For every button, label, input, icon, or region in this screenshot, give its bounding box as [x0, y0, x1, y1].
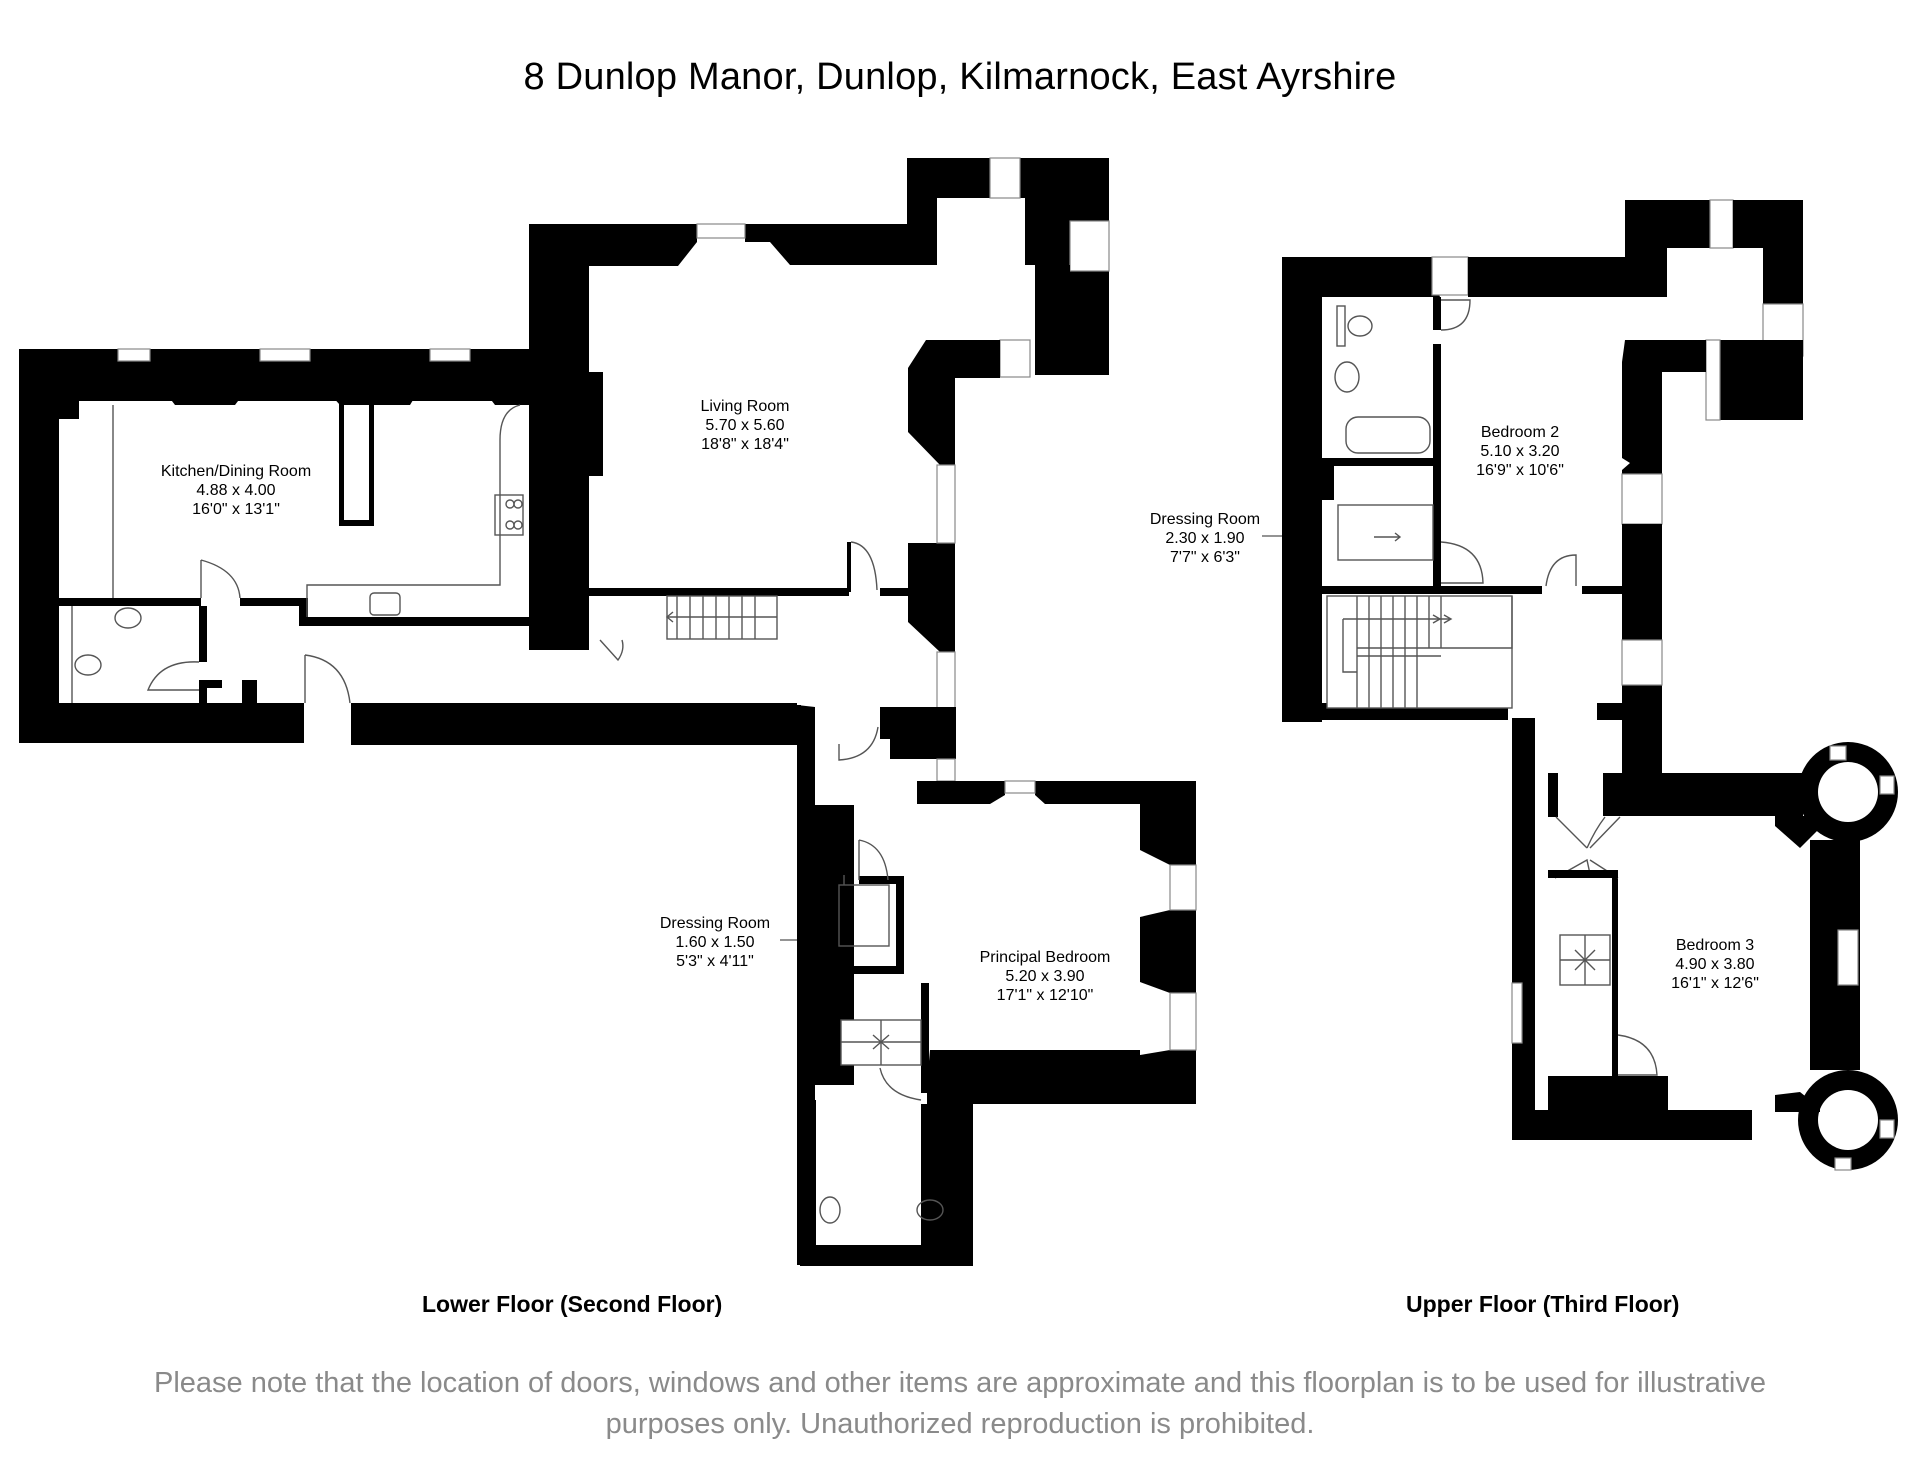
room-name: Bedroom 2 — [1480, 424, 1560, 441]
floor-label-upper: Upper Floor (Third Floor) — [1406, 1291, 1680, 1317]
room-metric: 5.70 x 5.60 — [705, 417, 785, 434]
room-name: Principal Bedroom — [979, 949, 1111, 966]
room-imperial: 5'3" x 4'11" — [676, 953, 754, 970]
lower-floor-plan — [19, 157, 1197, 1266]
room-imperial: 16'9" x 10'6" — [1476, 462, 1564, 479]
room-kitchen-dining: Kitchen/Dining Room 4.88 x 4.00 16'0" x … — [136, 462, 336, 519]
room-name: Dressing Room — [659, 915, 771, 932]
room-principal-bedroom: Principal Bedroom 5.20 x 3.90 17'1" x 12… — [960, 948, 1130, 1005]
room-imperial: 17'1" x 12'10" — [996, 987, 1094, 1004]
room-living: Living Room 5.70 x 5.60 18'8" x 18'4" — [670, 397, 820, 454]
room-metric: 2.30 x 1.90 — [1165, 530, 1245, 547]
upper-floor-plan — [1282, 199, 1898, 1171]
room-imperial: 16'1" x 12'6" — [1671, 975, 1759, 992]
upper-staircase — [1326, 595, 1513, 709]
room-metric: 5.10 x 3.20 — [1480, 443, 1560, 460]
room-name: Living Room — [700, 398, 790, 415]
room-dressing-lower: Dressing Room 1.60 x 1.50 5'3" x 4'11" — [650, 914, 780, 971]
room-metric: 5.20 x 3.90 — [1005, 968, 1085, 985]
upper-floor-walls — [1282, 199, 1898, 1171]
floor-label-lower: Lower Floor (Second Floor) — [422, 1291, 723, 1317]
disclaimer: Please note that the location of doors, … — [0, 1363, 1920, 1445]
disclaimer-line-1: Please note that the location of doors, … — [153, 1367, 1767, 1399]
room-metric: 4.90 x 3.80 — [1675, 956, 1755, 973]
room-imperial: 18'8" x 18'4" — [701, 436, 789, 453]
room-name: Bedroom 3 — [1675, 937, 1755, 954]
hall-and-principal-walls — [351, 705, 1197, 1266]
room-dressing-upper: Dressing Room 2.30 x 1.90 7'7" x 6'3" — [1140, 510, 1270, 567]
room-imperial: 16'0" x 13'1" — [192, 501, 280, 518]
room-imperial: 7'7" x 6'3" — [1170, 549, 1240, 566]
living-room-walls — [529, 157, 1110, 715]
page-title: 8 Dunlop Manor, Dunlop, Kilmarnock, East… — [523, 56, 1397, 98]
disclaimer-line-2: purposes only. Unauthorized reproduction… — [605, 1408, 1315, 1440]
room-metric: 1.60 x 1.50 — [675, 934, 755, 951]
room-name: Kitchen/Dining Room — [160, 463, 312, 480]
room-name: Dressing Room — [1149, 511, 1261, 528]
room-bedroom-2: Bedroom 2 5.10 x 3.20 16'9" x 10'6" — [1460, 423, 1580, 480]
room-metric: 4.88 x 4.00 — [196, 482, 276, 499]
lower-staircase — [665, 595, 778, 640]
room-bedroom-3: Bedroom 3 4.90 x 3.80 16'1" x 12'6" — [1655, 936, 1775, 993]
